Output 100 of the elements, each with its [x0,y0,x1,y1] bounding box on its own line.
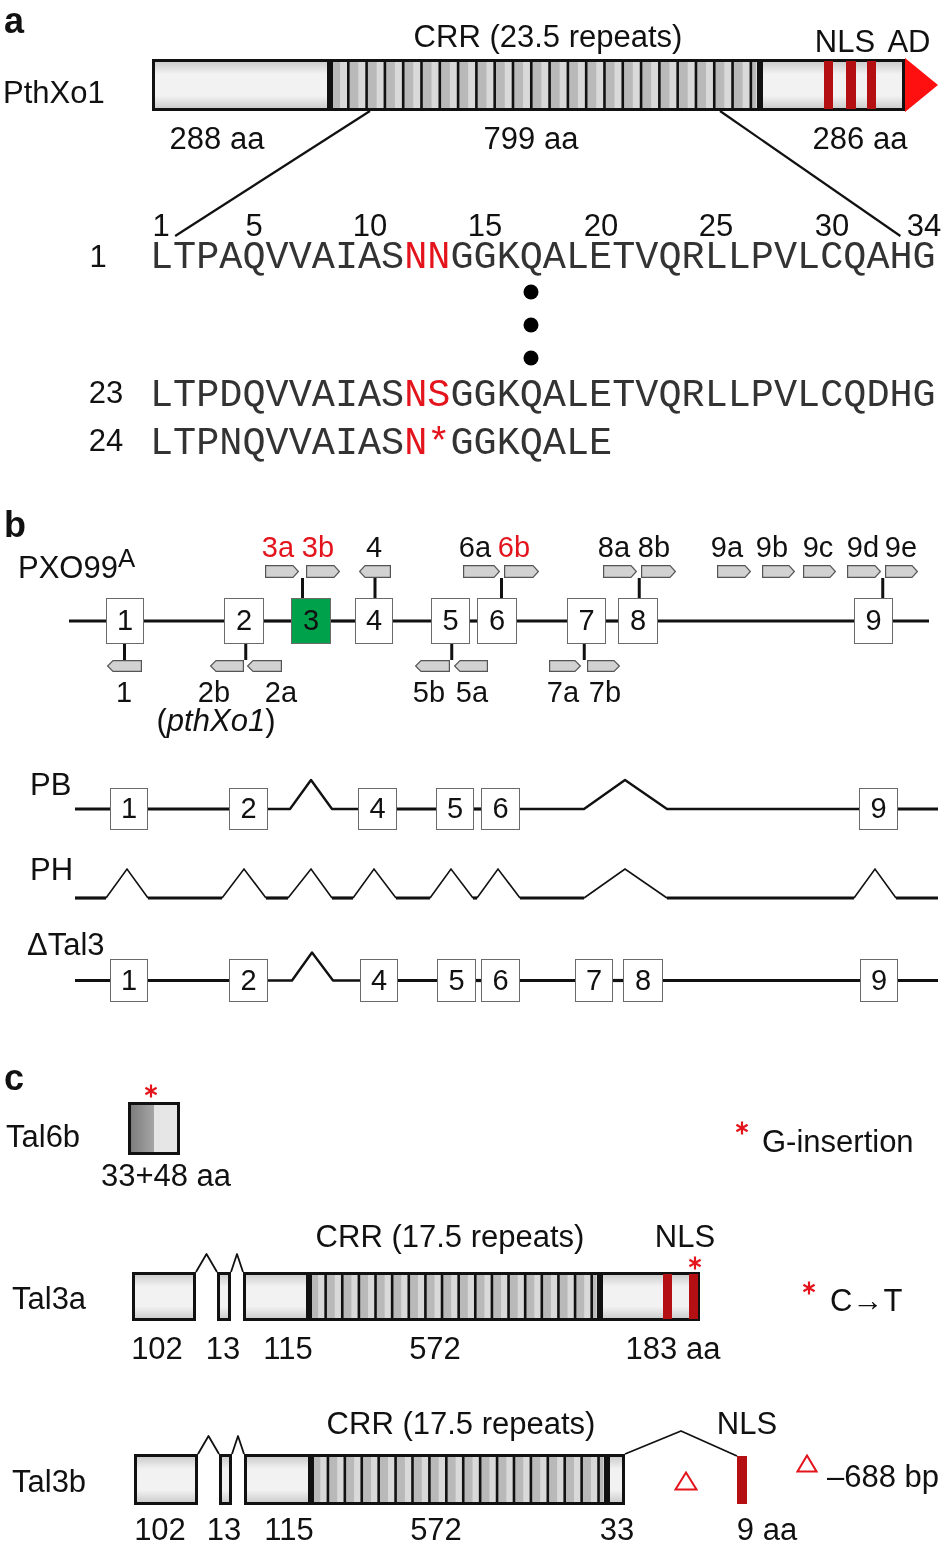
gene-label: 9b [755,531,789,565]
amino-acid-sequence: LTPDQVVAIASNSGGKQALETVQRLLPVLCQDHG [150,374,936,419]
panel-letter: c [4,1057,25,1099]
intron-line [195,1253,218,1273]
length-label: 572 [410,1512,462,1548]
locus-number: 9 [870,792,887,826]
panel-letter: a [4,0,25,42]
genome-track-line [520,978,575,983]
length-label: 102 [134,1512,186,1548]
locus-number: 4 [365,604,383,638]
genome-track-line [658,619,854,623]
legend-label: G-insertion [762,1124,914,1160]
length-label: 288 aa [169,121,265,157]
locus-number: 5 [442,604,459,638]
domain-title: NLS [814,24,876,60]
strain-name: PXO99$^{A}$ [18,544,136,586]
genome-track-line [613,978,623,983]
locus-tick [500,578,503,598]
length-label: 9 aa [736,1512,798,1548]
gene-label: 6b [497,531,531,565]
gene-label: 5b [412,676,446,710]
length-label: 572 [409,1331,461,1367]
locus-tick [301,578,304,598]
locus-number: 7 [585,963,603,998]
panel-letter: b [4,504,26,546]
locus-tick [450,644,454,660]
locus-number: 4 [370,963,388,998]
locus-tick [881,578,885,598]
gene-label: 1 [115,676,133,710]
locus-number: 2 [240,792,257,826]
gene-label: 6a [458,531,492,565]
genome-track-line [663,978,860,983]
locus-number: 5 [446,792,464,826]
length-label: 33 [599,1512,635,1548]
gene-label: 5a [455,676,489,710]
locus-number: 1 [120,963,138,998]
gene-label: 8b [637,531,671,565]
locus-tick [244,644,248,660]
gene-label: 9e [884,531,918,565]
genome-track-line [893,619,929,623]
protein-name: Tal3a [12,1281,87,1317]
genome-track-line [470,619,477,623]
region-title: CRR (17.5 repeats) [326,1406,596,1442]
genome-track-line [268,778,358,811]
gene-label: 8a [597,531,631,565]
gene-label: 9a [710,531,744,565]
gene-label: 3b [301,531,335,565]
length-label: 13 [206,1512,242,1548]
genome-track-line [69,619,106,623]
gene-label: 9d [846,531,880,565]
locus-number: 1 [120,792,138,826]
genome-track-line [144,619,224,623]
genome-track-line [397,807,436,811]
genome-track-line [517,619,567,623]
deletion-line [624,1430,738,1457]
locus-number: 5 [448,963,465,998]
genome-track-line [148,978,229,983]
length-label: 183 aa [625,1331,721,1367]
region-title: CRR (23.5 repeats) [413,19,683,55]
locus-number: 9 [865,604,882,638]
genome-track-line [898,807,938,811]
length-label: 799 aa [483,121,579,157]
repeat-number: 23 [88,375,124,411]
genome-track-line [268,951,360,982]
locus-number: 4 [369,792,386,826]
locus-number: 6 [492,963,509,998]
genome-track-line [520,778,859,811]
repeat-number: 24 [88,423,124,459]
zoom-line [719,110,901,237]
genome-track-line [393,619,431,623]
length-label: 115 [264,1512,314,1548]
amino-acid-sequence: LTPNQVVAIASN*GGKQALE [150,422,613,467]
length-label: 13 [205,1331,241,1367]
genome-track-line [474,807,481,811]
length-label: 102 [131,1331,183,1367]
domain-title: NLS [716,1406,778,1442]
locus-number: 7 [578,604,595,638]
locus-tick [373,578,377,598]
legend-label: –688 bp [827,1459,940,1495]
locus-number: 6 [488,604,506,638]
genome-track-line [331,619,355,623]
protein-name: Tal6b [6,1119,81,1155]
locus-number: 1 [116,604,134,638]
gene-label: 3a [261,531,295,565]
domain-title: AD [887,24,931,60]
locus-number: 9 [870,963,888,998]
locus-number: 6 [492,792,509,826]
strain-name: PH [30,852,74,888]
gene-label: 4 [365,531,383,565]
length-label: 33+48 aa [100,1158,232,1194]
strain-name: ΔTal3 [27,927,105,963]
genome-track-line [398,978,437,983]
locus-number: 8 [629,604,647,638]
domain-title: NLS [654,1219,716,1255]
gene-label: 7b [588,676,622,710]
locus-number: 2 [240,963,257,998]
length-label: 115 [263,1331,313,1367]
repeat-number: 1 [89,239,107,275]
genome-track-line [75,978,110,983]
gene-label: 9c [802,531,834,565]
